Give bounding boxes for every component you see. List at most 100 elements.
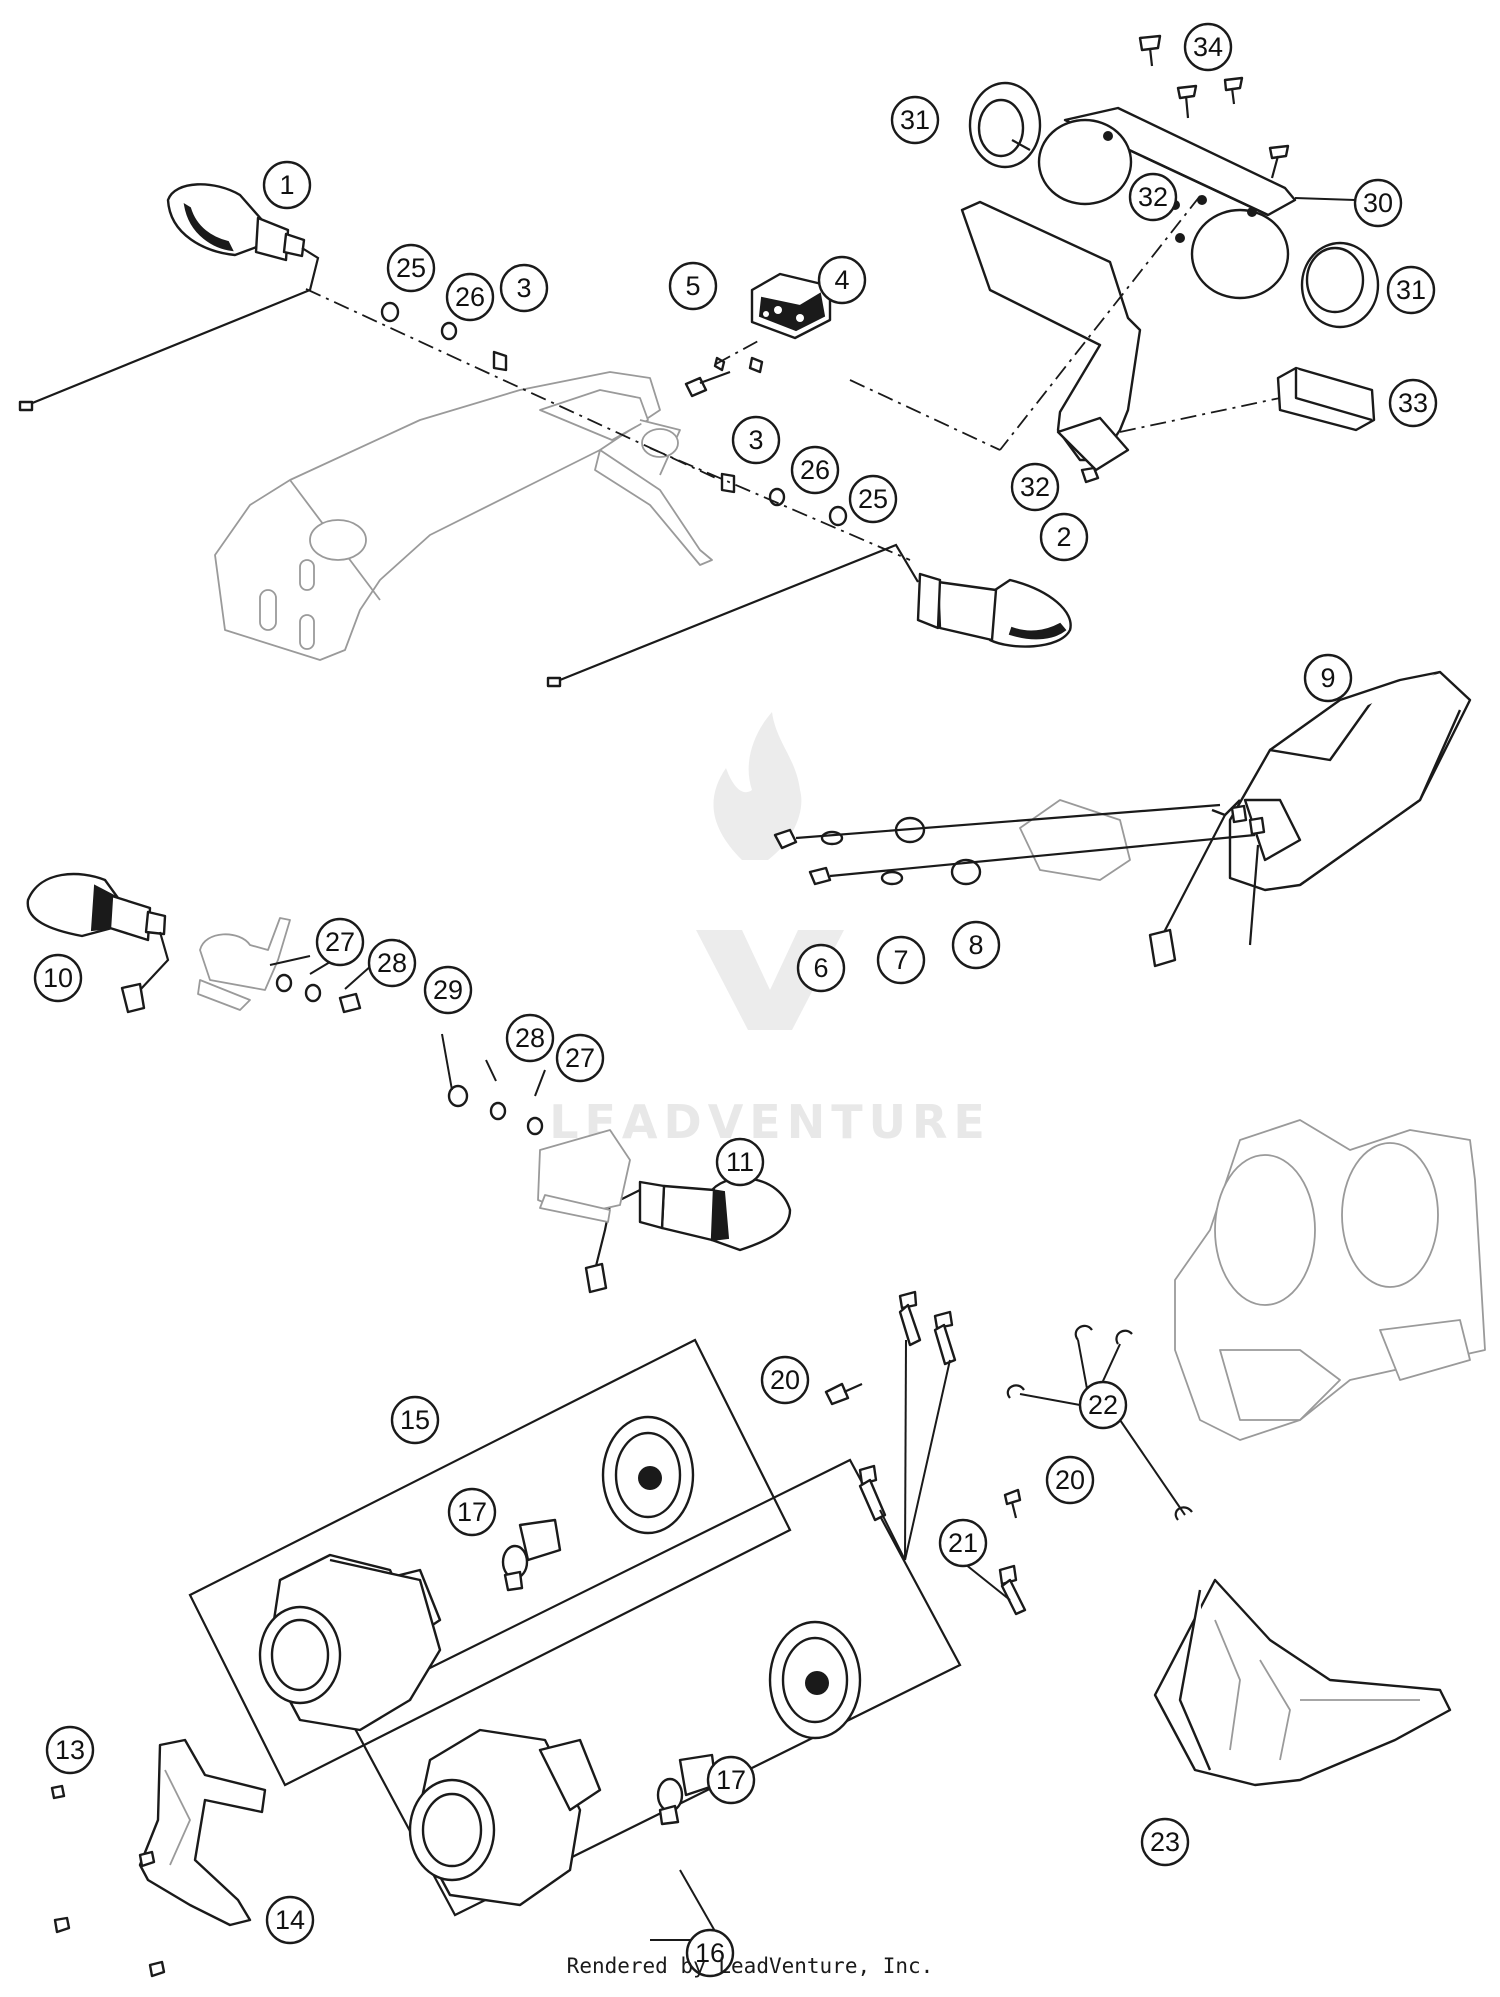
dust-cap-lower (768, 1620, 862, 1740)
headlight-unit-upper (258, 1553, 442, 1732)
callout-7[interactable]: 7 (876, 935, 926, 985)
svg-text:29: 29 (433, 975, 463, 1005)
callout-31[interactable]: 31 (890, 95, 940, 145)
svg-text:25: 25 (858, 484, 888, 514)
bulb-upper (501, 1518, 562, 1592)
svg-text:15: 15 (400, 1405, 430, 1435)
reflector-right (1300, 241, 1380, 329)
svg-text:34: 34 (1193, 32, 1223, 62)
turn-signal-rear-left (18, 183, 320, 412)
turn-signal-rear-right (546, 543, 1072, 688)
svg-text:6: 6 (813, 953, 828, 983)
watermark-flame-icon (713, 712, 802, 860)
callout-31[interactable]: 31 (1386, 265, 1436, 315)
svg-text:13: 13 (55, 1735, 85, 1765)
callout-28[interactable]: 28 (505, 1013, 555, 1063)
watermark-text: LEADVENTURE (549, 1095, 991, 1149)
svg-text:27: 27 (565, 1043, 595, 1073)
svg-text:2: 2 (1056, 522, 1071, 552)
callout-8[interactable]: 8 (951, 920, 1001, 970)
svg-text:27: 27 (325, 927, 355, 957)
license-plate-light (684, 272, 832, 398)
callout-20[interactable]: 20 (760, 1355, 810, 1405)
reflector-left (968, 81, 1042, 169)
callout-4[interactable]: 4 (817, 255, 867, 305)
callout-3[interactable]: 3 (499, 263, 549, 313)
callout-9[interactable]: 9 (1303, 653, 1353, 703)
svg-text:32: 32 (1138, 182, 1168, 212)
svg-text:3: 3 (748, 425, 763, 455)
svg-text:14: 14 (275, 1905, 305, 1935)
turn-signal-front-left (26, 872, 362, 1014)
callout-20[interactable]: 20 (1045, 1455, 1095, 1505)
svg-text:5: 5 (685, 271, 700, 301)
svg-text:20: 20 (770, 1365, 800, 1395)
callout-32[interactable]: 32 (1010, 462, 1060, 512)
callout-13[interactable]: 13 (45, 1725, 95, 1775)
callout-28[interactable]: 28 (367, 938, 417, 988)
svg-text:22: 22 (1088, 1390, 1118, 1420)
svg-text:32: 32 (1020, 472, 1050, 502)
svg-text:25: 25 (396, 253, 426, 283)
callout-33[interactable]: 33 (1388, 378, 1438, 428)
svg-text:28: 28 (515, 1023, 545, 1053)
turn-signal-front-right (447, 1084, 792, 1294)
callout-6[interactable]: 6 (796, 943, 846, 993)
svg-text:7: 7 (893, 945, 908, 975)
callout-23[interactable]: 23 (1140, 1817, 1190, 1867)
svg-text:11: 11 (726, 1147, 754, 1177)
callout-5[interactable]: 5 (668, 261, 718, 311)
svg-text:33: 33 (1398, 388, 1428, 418)
license-plate-bracket (849, 106, 1297, 472)
svg-text:31: 31 (900, 105, 930, 135)
callout-22[interactable]: 22 (1078, 1380, 1128, 1430)
svg-text:26: 26 (800, 455, 830, 485)
callout-16[interactable]: 16 (685, 1928, 735, 1978)
callout-11[interactable]: 11 (715, 1137, 765, 1187)
callout-2[interactable]: 2 (1039, 512, 1089, 562)
fastener-pins (824, 1290, 1193, 1616)
rear-fender (214, 371, 713, 661)
callout-10[interactable]: 10 (33, 953, 83, 1003)
svg-text:20: 20 (1055, 1465, 1085, 1495)
rear-hardware (305, 288, 911, 561)
callout-26[interactable]: 26 (790, 445, 840, 495)
callout-25[interactable]: 25 (848, 474, 898, 524)
callout-25[interactable]: 25 (386, 243, 436, 293)
callout-27[interactable]: 27 (555, 1033, 605, 1083)
callout-3[interactable]: 3 (731, 415, 781, 465)
svg-text:8: 8 (968, 930, 983, 960)
callout-14[interactable]: 14 (265, 1895, 315, 1945)
callout-17[interactable]: 17 (447, 1487, 497, 1537)
svg-text:9: 9 (1320, 663, 1335, 693)
tail-light (1019, 670, 1472, 968)
svg-text:23: 23 (1150, 1827, 1180, 1857)
callout-15[interactable]: 15 (390, 1395, 440, 1445)
callout-1[interactable]: 1 (262, 160, 312, 210)
headlight-box-15 (188, 1338, 792, 1787)
svg-text:16: 16 (695, 1938, 725, 1968)
license-plate-lamp (1119, 366, 1376, 433)
callout-29[interactable]: 29 (423, 965, 473, 1015)
callouts: 1 2 3 3 4 5 6 7 8 9 10 11 13 14 15 16 17… (33, 22, 1438, 1978)
svg-text:30: 30 (1363, 188, 1393, 218)
render-credit: Rendered by LeadVenture, Inc. (566, 1954, 934, 1978)
tail-light-fasteners (773, 803, 1256, 886)
bulb-lower (656, 1753, 718, 1826)
callout-26[interactable]: 26 (445, 272, 495, 322)
headlight-unit-lower (408, 1728, 602, 1907)
callout-32[interactable]: 32 (1128, 172, 1178, 222)
headlight-mounting-frame (1174, 1119, 1486, 1441)
callout-17[interactable]: 17 (706, 1755, 756, 1805)
callout-34[interactable]: 34 (1183, 22, 1233, 72)
dust-cap-upper (601, 1415, 695, 1535)
callout-30[interactable]: 30 (1353, 178, 1403, 228)
svg-text:26: 26 (455, 282, 485, 312)
callout-27[interactable]: 27 (315, 917, 365, 967)
svg-text:4: 4 (834, 265, 849, 295)
callout-21[interactable]: 21 (938, 1518, 988, 1568)
headlight-mask (1153, 1578, 1452, 1787)
headlight-bracket (50, 1738, 267, 1978)
svg-text:17: 17 (457, 1497, 487, 1527)
